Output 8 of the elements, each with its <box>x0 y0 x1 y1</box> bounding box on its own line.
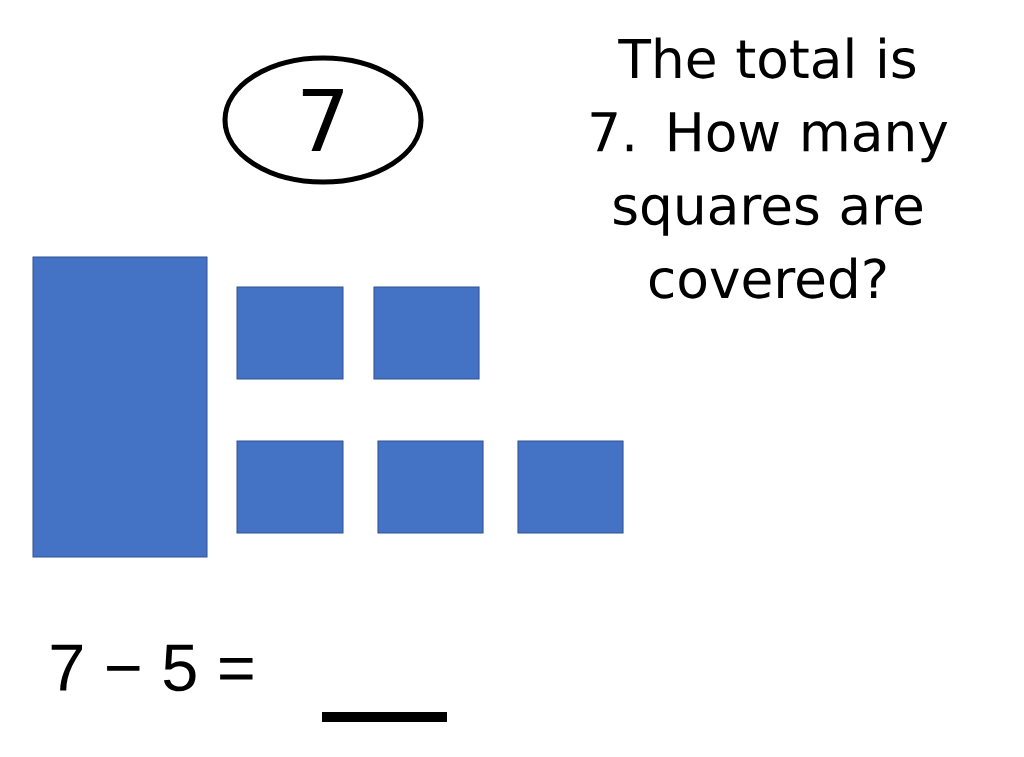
square-block <box>373 286 480 380</box>
square-block <box>517 440 624 534</box>
square-block <box>236 286 344 380</box>
square-block <box>377 440 484 534</box>
equation-text: 7 − 5 = <box>51 644 253 692</box>
covering-rectangle <box>32 256 208 558</box>
square-block <box>236 440 344 534</box>
question-text: The total is 7. How many squares are covered? <box>591 37 948 299</box>
